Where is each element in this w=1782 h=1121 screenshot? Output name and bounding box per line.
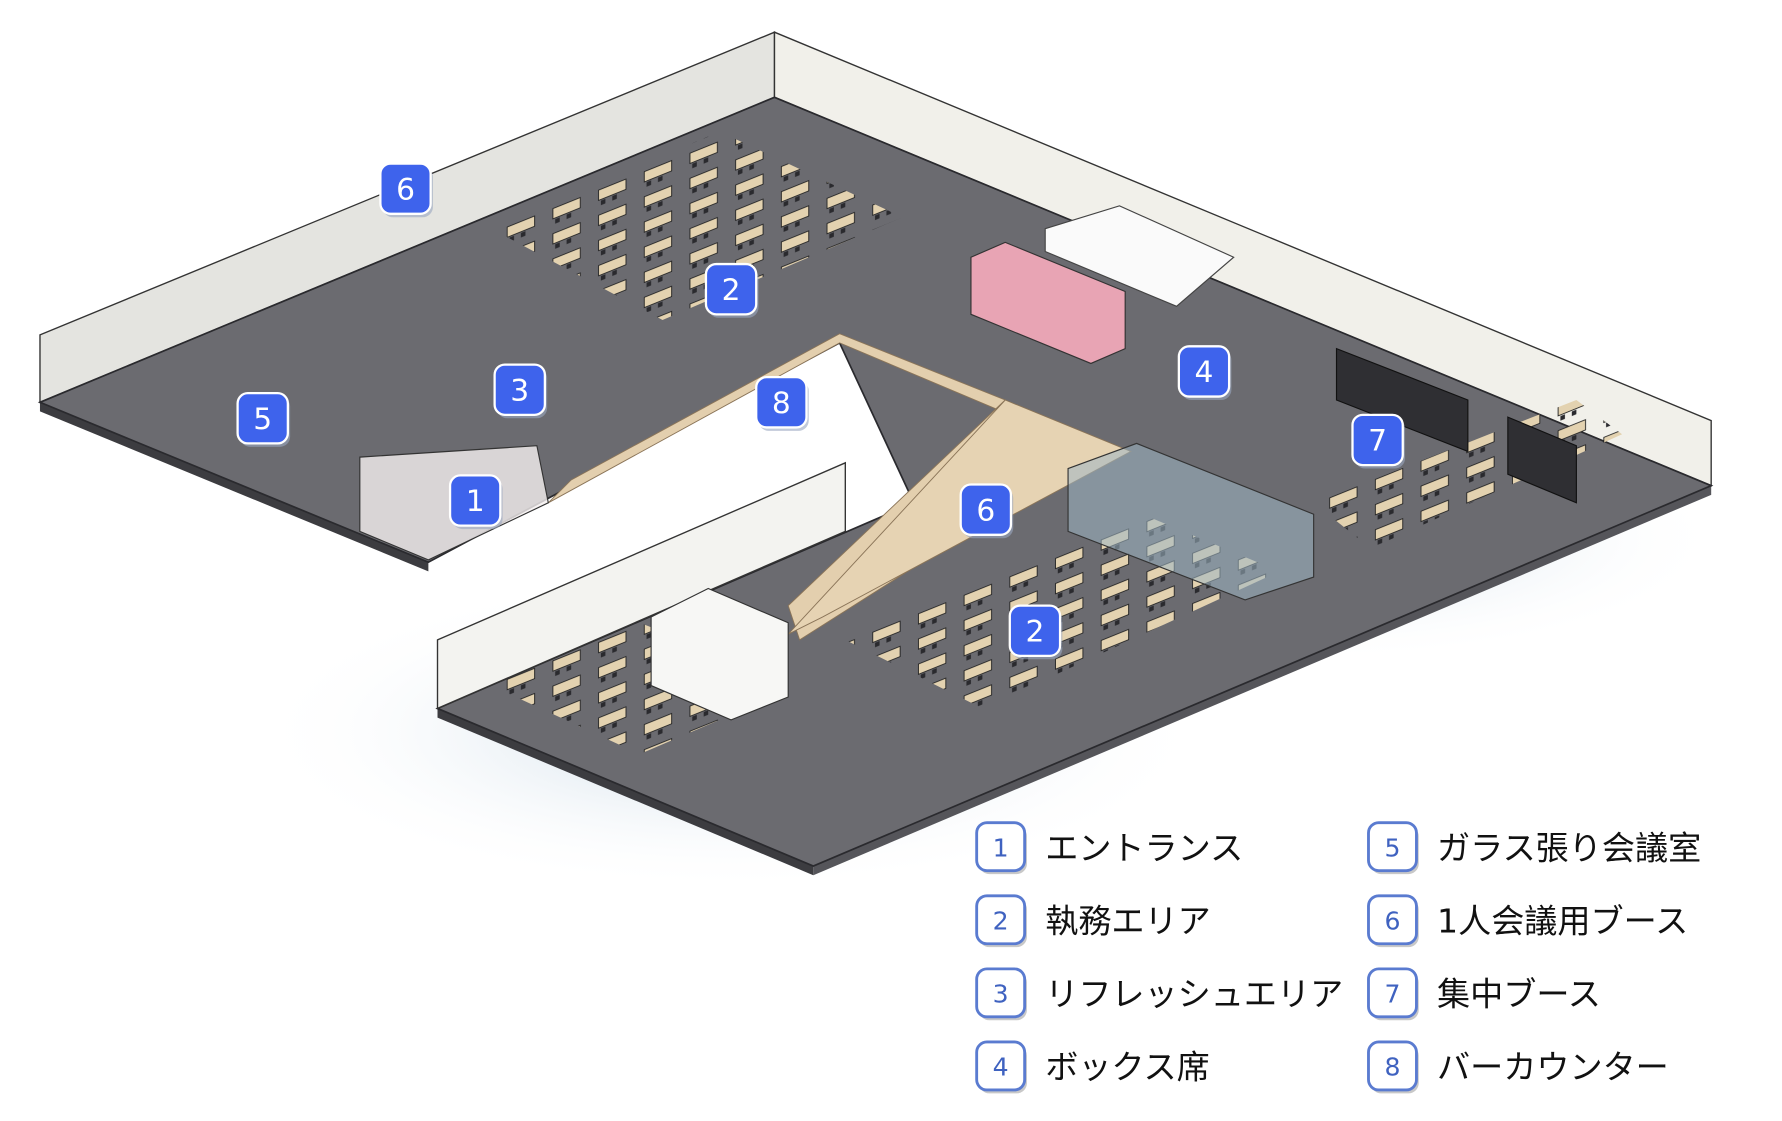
legend-item-4: 4 ボックス席 bbox=[975, 1040, 1210, 1094]
pink-room bbox=[970, 241, 1126, 365]
marker-number: 1 bbox=[466, 484, 485, 519]
legend-number: 2 bbox=[993, 906, 1009, 935]
legend-number: 8 bbox=[1384, 1053, 1400, 1082]
meeting-room bbox=[650, 587, 789, 721]
marker-number: 6 bbox=[976, 493, 995, 528]
marker-number: 2 bbox=[722, 273, 741, 308]
legend-item-8: 8 バーカウンター bbox=[1367, 1040, 1669, 1094]
legend-number: 1 bbox=[993, 833, 1009, 862]
legend-item-7: 7 集中ブース bbox=[1367, 967, 1601, 1021]
area-marker-5[interactable]: 5 bbox=[236, 392, 291, 447]
lower-wing-wall bbox=[436, 461, 846, 710]
marker-number: 4 bbox=[1195, 355, 1214, 390]
dark-booths bbox=[1335, 347, 1469, 453]
area-marker-8[interactable]: 8 bbox=[755, 376, 809, 431]
legend-number: 4 bbox=[993, 1053, 1009, 1082]
legend-item-5: 5 ガラス張り会議室 bbox=[1367, 821, 1701, 875]
area-marker-7[interactable]: 7 bbox=[1351, 413, 1406, 469]
marker-number: 6 bbox=[396, 172, 415, 207]
legend-item-1: 1 エントランス bbox=[975, 821, 1243, 875]
dark-booths-2 bbox=[1507, 416, 1577, 504]
legend-number: 3 bbox=[993, 980, 1009, 1009]
legend-number: 6 bbox=[1384, 906, 1400, 935]
marker-number: 8 bbox=[772, 386, 791, 421]
legend-label: ガラス張り会議室 bbox=[1437, 828, 1701, 867]
floor-slab bbox=[39, 402, 1712, 876]
area-marker-2[interactable]: 2 bbox=[704, 262, 759, 318]
area-marker-6[interactable]: 6 bbox=[959, 483, 1014, 539]
area-marker-1[interactable]: 1 bbox=[448, 474, 503, 530]
desk-area-upper bbox=[491, 131, 903, 321]
legend-label: エントランス bbox=[1045, 828, 1243, 867]
legend-number: 7 bbox=[1384, 980, 1400, 1009]
area-marker-6[interactable]: 6 bbox=[379, 162, 433, 218]
marker-number: 2 bbox=[1025, 614, 1044, 649]
legend-number: 5 bbox=[1384, 833, 1400, 862]
legend-item-6: 6 1人会議用ブース bbox=[1367, 894, 1688, 948]
glass-meeting-rooms bbox=[1067, 442, 1315, 601]
area-marker-2[interactable]: 2 bbox=[1008, 604, 1063, 660]
legend-label: リフレッシュエリア bbox=[1045, 975, 1343, 1014]
legend-label: 集中ブース bbox=[1437, 975, 1601, 1014]
legend-item-2: 2 執務エリア bbox=[975, 894, 1211, 948]
area-marker-3[interactable]: 3 bbox=[493, 363, 548, 419]
marker-number: 3 bbox=[510, 373, 529, 408]
lockers bbox=[1044, 205, 1235, 307]
area-marker-4[interactable]: 4 bbox=[1177, 345, 1232, 401]
legend: 1 エントランス 2 執務エリア 3 リフレッシュエリア 4 ボックス席 5 ガラス張り会議室 6 1… bbox=[975, 821, 1701, 1094]
legend-label: ボックス席 bbox=[1045, 1048, 1210, 1087]
legend-item-3: 3 リフレッシュエリア bbox=[975, 967, 1343, 1021]
marker-number: 7 bbox=[1368, 424, 1387, 459]
legend-label: 執務エリア bbox=[1045, 901, 1211, 940]
legend-label: バーカウンター bbox=[1437, 1048, 1669, 1087]
marker-number: 5 bbox=[253, 402, 272, 437]
area-markers: 6 2 3 5 1 8 4 7 6 2 bbox=[236, 162, 1406, 660]
legend-label: 1人会議用ブース bbox=[1437, 901, 1688, 940]
